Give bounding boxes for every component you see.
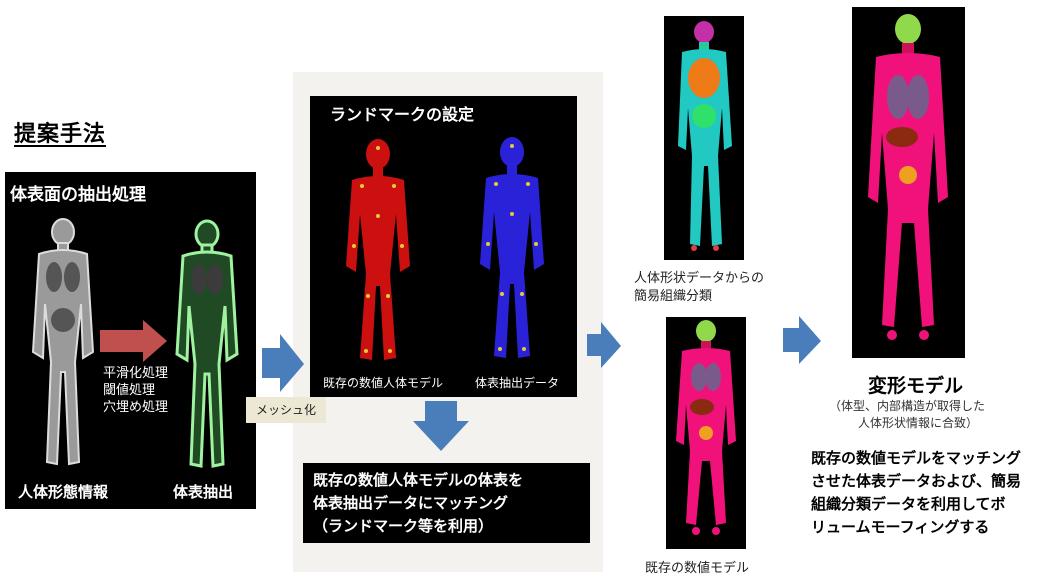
method-title: 提案手法 <box>14 116 106 148</box>
green-body-image <box>177 221 237 466</box>
matching-line-3: （ランドマーク等を利用） <box>313 515 493 536</box>
blue-body-model <box>480 137 544 358</box>
arrow-right-icon-3 <box>783 316 823 366</box>
red-body-model <box>346 139 410 360</box>
mesh-label: メッシュ化 <box>246 397 326 423</box>
existing-model-image <box>666 317 746 549</box>
description-line-2: させた体表データおよび、簡易 <box>811 470 1021 491</box>
matching-line-1: 既存の数値人体モデルの体表を <box>313 469 523 490</box>
existing-model-caption: 既存の数値人体モデル <box>323 374 443 391</box>
description-line-4: リュームモーフィングする <box>811 516 989 537</box>
grayscale-body-image <box>33 219 93 464</box>
matching-line-2: 体表抽出データにマッチング <box>313 492 508 513</box>
step-threshold: 閾値処理 <box>103 383 155 399</box>
description-line-1: 既存の数値モデルをマッチング <box>811 447 1021 468</box>
arrow-right-icon-2 <box>587 322 623 370</box>
deformed-model-image <box>852 7 965 358</box>
surface-extraction-label: 体表抽出 <box>173 481 233 502</box>
deformed-model-title: 変形モデル <box>868 371 963 398</box>
landmark-images <box>310 96 577 397</box>
arrow-right-icon <box>262 334 306 394</box>
description-line-3: 組織分類データを利用してボ <box>811 493 1006 514</box>
shape-caption-line-1: 人体形状データからの <box>634 267 764 286</box>
deformed-note-line-1: （体型、内部構造が取得した <box>829 397 985 414</box>
step-smoothing: 平滑化処理 <box>103 366 168 382</box>
step-fill: 穴埋め処理 <box>103 400 168 416</box>
tissue-classification-image <box>664 16 744 260</box>
red-arrow-icon <box>100 320 167 362</box>
body-shape-info-label: 人体形態情報 <box>18 481 108 502</box>
deformed-note-line-2: 人体形状情報に合致） <box>858 414 978 431</box>
extraction-images <box>5 172 256 509</box>
extracted-data-caption: 体表抽出データ <box>475 374 559 391</box>
arrow-down-icon <box>411 401 471 453</box>
shape-caption-line-2: 簡易組織分類 <box>634 285 712 304</box>
existing-model-caption-2: 既存の数値モデル <box>645 557 749 576</box>
